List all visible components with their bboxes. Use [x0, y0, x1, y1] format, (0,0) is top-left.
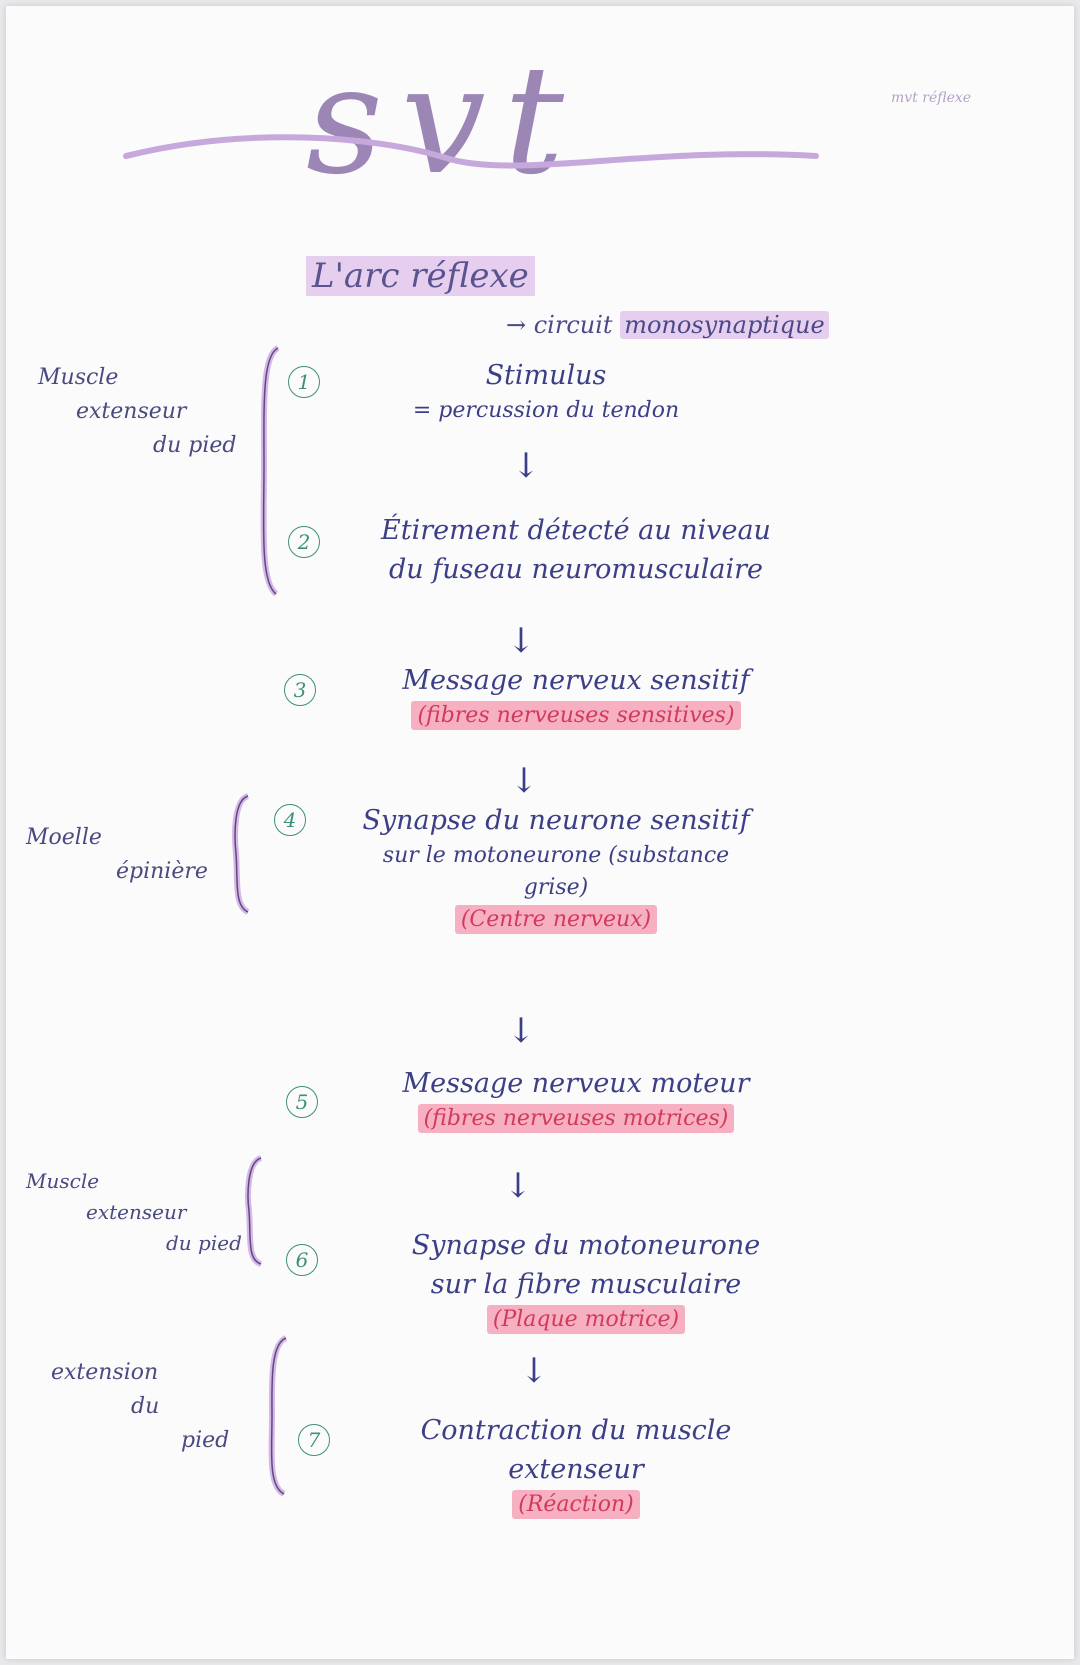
step-number-2: 2: [288, 526, 320, 558]
step-5: Message nerveux moteur (fibres nerveuses…: [366, 1064, 786, 1135]
step-text: Synapse du motoneurone: [411, 1230, 761, 1261]
section-heading: L'arc réflexe: [306, 256, 535, 296]
step-highlight: (Réaction): [512, 1490, 640, 1520]
subheading: → circuit monosynaptique: [506, 311, 829, 339]
brace-group-3: [245, 1155, 263, 1267]
subheading-prefix: → circuit: [506, 311, 613, 339]
arrow-down-icon: ↓: [511, 446, 541, 486]
side-label-line: extension: [51, 1360, 159, 1385]
arrow-down-icon: ↓: [509, 761, 539, 801]
brace-group-4: [268, 1335, 288, 1497]
step-text: Stimulus: [485, 360, 607, 391]
side-label-line: du: [131, 1394, 160, 1420]
title-underline: [123, 134, 819, 169]
arrow-down-icon: ↓: [519, 1351, 549, 1391]
step-number-5: 5: [286, 1086, 318, 1118]
side-label-line: extenseur: [76, 399, 187, 425]
side-label-line: du pied: [166, 1231, 242, 1255]
step-number-3: 3: [284, 674, 316, 706]
side-label-line: pied: [181, 1428, 230, 1454]
side-label-muscle-1: Muscle extenseur du pied: [38, 361, 278, 463]
step-3: Message nerveux sensitif (fibres nerveus…: [376, 661, 776, 732]
subheading-highlight: monosynaptique: [620, 311, 829, 339]
step-6: Synapse du motoneurone sur la fibre musc…: [366, 1226, 806, 1336]
step-text: Message nerveux sensitif: [402, 665, 750, 696]
side-label-line: du pied: [153, 433, 237, 459]
side-label-moelle: Moelle épinière: [26, 821, 246, 889]
side-label-extension: extension du pied: [51, 1356, 271, 1458]
step-text: sur la fibre musculaire: [430, 1269, 742, 1301]
side-label-line: épinière: [116, 859, 208, 885]
step-text: Contraction du muscle: [420, 1415, 732, 1446]
brace-group-2: [232, 793, 250, 915]
page-title: svt: [306, 34, 582, 208]
step-text: Message nerveux moteur: [402, 1068, 750, 1099]
step-highlight: (fibres nerveuses motrices): [417, 1104, 735, 1134]
step-4: Synapse du neurone sensitif sur le moton…: [306, 801, 806, 936]
side-label-muscle-2: Muscle extenseur du pied: [26, 1166, 256, 1259]
step-number-6: 6: [286, 1244, 318, 1276]
step-2: Étirement détecté au niveau du fuseau ne…: [341, 511, 811, 589]
step-highlight: (Plaque motrice): [486, 1305, 686, 1335]
step-highlight: (Centre nerveux): [454, 904, 658, 934]
notebook-page: svt mvt réflexe L'arc réflexe → circuit …: [6, 6, 1074, 1659]
heading-text: L'arc réflexe: [306, 256, 535, 296]
side-label-line: Muscle: [38, 365, 119, 390]
step-highlight: (fibres nerveuses sensitives): [411, 701, 741, 731]
step-text: sur le motoneurone (substance: [382, 843, 730, 869]
step-number-7: 7: [298, 1424, 330, 1456]
brace-group-1: [260, 345, 280, 597]
corner-note: mvt réflexe: [891, 90, 972, 106]
step-number-4: 4: [274, 804, 306, 836]
step-text: extenseur: [508, 1454, 644, 1486]
arrow-down-icon: ↓: [503, 1166, 533, 1206]
step-1: Stimulus = percussion du tendon: [366, 356, 726, 427]
step-text: grise): [523, 875, 589, 901]
step-text: Synapse du neurone sensitif: [362, 805, 750, 836]
arrow-down-icon: ↓: [506, 1011, 536, 1051]
side-label-line: Moelle: [26, 825, 102, 850]
step-text: du fuseau neuromusculaire: [388, 554, 764, 586]
step-text: Étirement détecté au niveau: [381, 515, 771, 546]
side-label-line: Muscle: [26, 1169, 100, 1193]
step-text: = percussion du tendon: [412, 398, 680, 424]
arrow-down-icon: ↓: [506, 621, 536, 661]
step-7: Contraction du muscle extenseur (Réactio…: [386, 1411, 766, 1521]
step-number-1: 1: [288, 366, 320, 398]
side-label-line: extenseur: [86, 1200, 187, 1224]
